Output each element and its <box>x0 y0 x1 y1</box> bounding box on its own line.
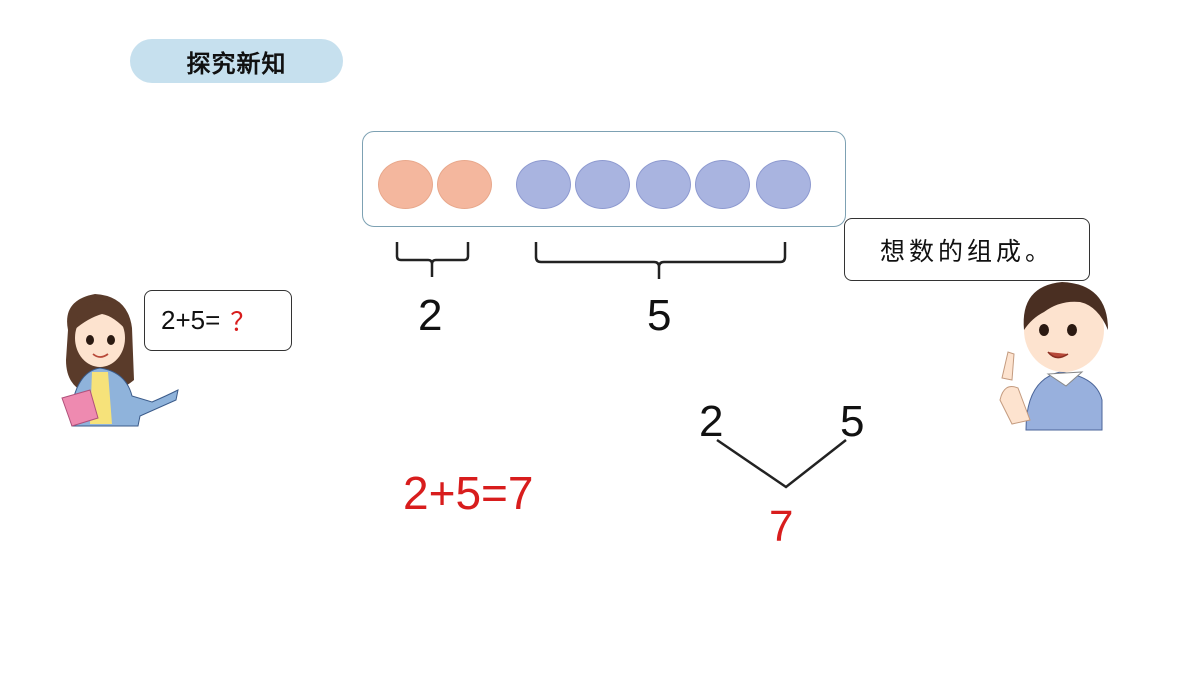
composition-left: 2 <box>699 397 724 446</box>
brace-label-left: 2 <box>418 291 443 340</box>
composition-whole: 7 <box>769 502 794 551</box>
blue-counter <box>636 160 691 209</box>
orange-counter <box>378 160 433 209</box>
blue-counter <box>756 160 811 209</box>
blue-counter <box>695 160 750 209</box>
composition-right: 5 <box>840 397 865 446</box>
composition-lines <box>716 438 847 489</box>
left-brace <box>395 242 470 277</box>
bubble-equation: 2+5= <box>161 305 221 335</box>
question-mark: ？ <box>230 307 257 337</box>
blue-counter <box>575 160 630 209</box>
right-brace <box>534 242 787 279</box>
blue-counter <box>516 160 571 209</box>
answer-equation: 2+5=7 <box>403 467 534 519</box>
boy-speech-bubble: 想数的组成。 <box>844 218 1090 281</box>
orange-counter <box>437 160 492 209</box>
brace-label-right: 5 <box>647 291 672 340</box>
bubble-hint-text: 想数的组成。 <box>879 236 1054 266</box>
section-title: 探究新知 <box>130 39 343 83</box>
girl-speech-bubble: 2+5= ？ <box>144 290 292 351</box>
